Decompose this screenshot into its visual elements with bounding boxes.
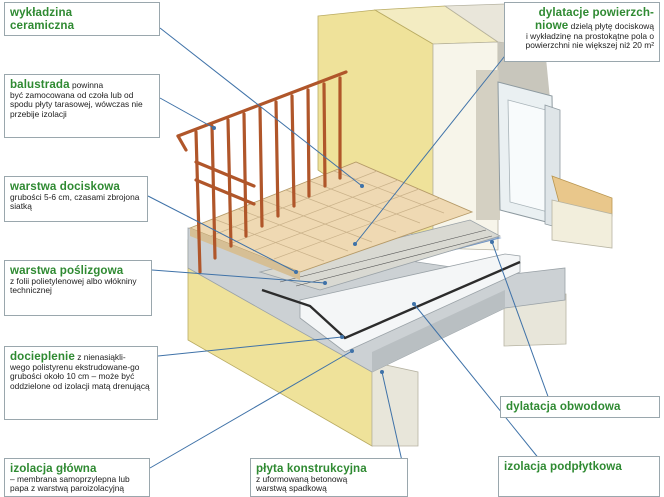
insulation-layer [299,253,521,353]
label-desc-inline: z nienasiąkli- [77,352,126,362]
label-title: izolacja główna [10,462,97,475]
screed-mesh [279,229,493,287]
label-title: wykładzina ceramiczna [10,6,75,32]
label-slip-layer: warstwa poślizgowa z folii polietylenowe… [4,260,152,316]
label-ceramic-flooring: wykładzina ceramiczna [4,2,160,36]
label-desc-inline: dzielą płytę dociskową [570,20,654,31]
label-desc: i wykładzinę na prostokątne pola o powie… [525,30,654,51]
label-title: płyta konstrukcyjna [256,462,367,475]
railing [176,70,348,274]
main-membrane [261,260,521,340]
ceramic-tile-surface [188,161,474,280]
label-desc: z folii polietylenowej albo włókniny tec… [10,275,137,296]
label-screed-layer: warstwa dociskowa grubości 5-6 cm, czasa… [4,176,148,222]
label-desc: z uformowaną betonową warstwą spadkową [256,473,348,494]
label-title: balustrada [10,78,70,91]
label-desc: być zamocowana od czoła lub od spodu pły… [10,89,143,119]
label-structural-slab: płyta konstrukcyjna z uformowaną betonow… [250,458,408,497]
label-desc: wego polistyrenu ekstrudowane-go grubośc… [10,361,150,391]
label-main-insulation: izolacja główna – membrana samoprzylepna… [4,458,150,497]
label-balustrade: balustrada powinna być zamocowana od czo… [4,74,160,138]
label-insulation: docieplenie z nienasiąkli- wego polistyr… [4,346,158,420]
label-title: warstwa dociskowa [10,180,120,193]
label-title: dylatacja obwodowa [506,400,621,413]
window-frame [497,81,561,229]
label-title: docieplenie [10,350,75,363]
label-desc-inline: powinna [71,80,104,90]
label-perimeter-joint: dylatacja obwodowa [500,396,660,418]
label-expansion-joints: dylatacje powierzch- niowe dzielą płytę … [504,2,660,62]
label-desc: – membrana samoprzylepna lub papa z wars… [10,473,130,494]
label-desc: grubości 5-6 cm, czasami zbrojona siatką [10,191,140,212]
leader-lines [147,27,551,471]
label-title: izolacja podpłytkowa [504,460,622,473]
label-title-line2: niowe [534,18,569,32]
label-title: warstwa poślizgowa [10,264,124,277]
label-title-line1: dylatacje powierzch- [538,6,654,19]
leader-dots [212,126,494,374]
label-substrate-insulation: izolacja podpłytkowa [498,456,660,497]
